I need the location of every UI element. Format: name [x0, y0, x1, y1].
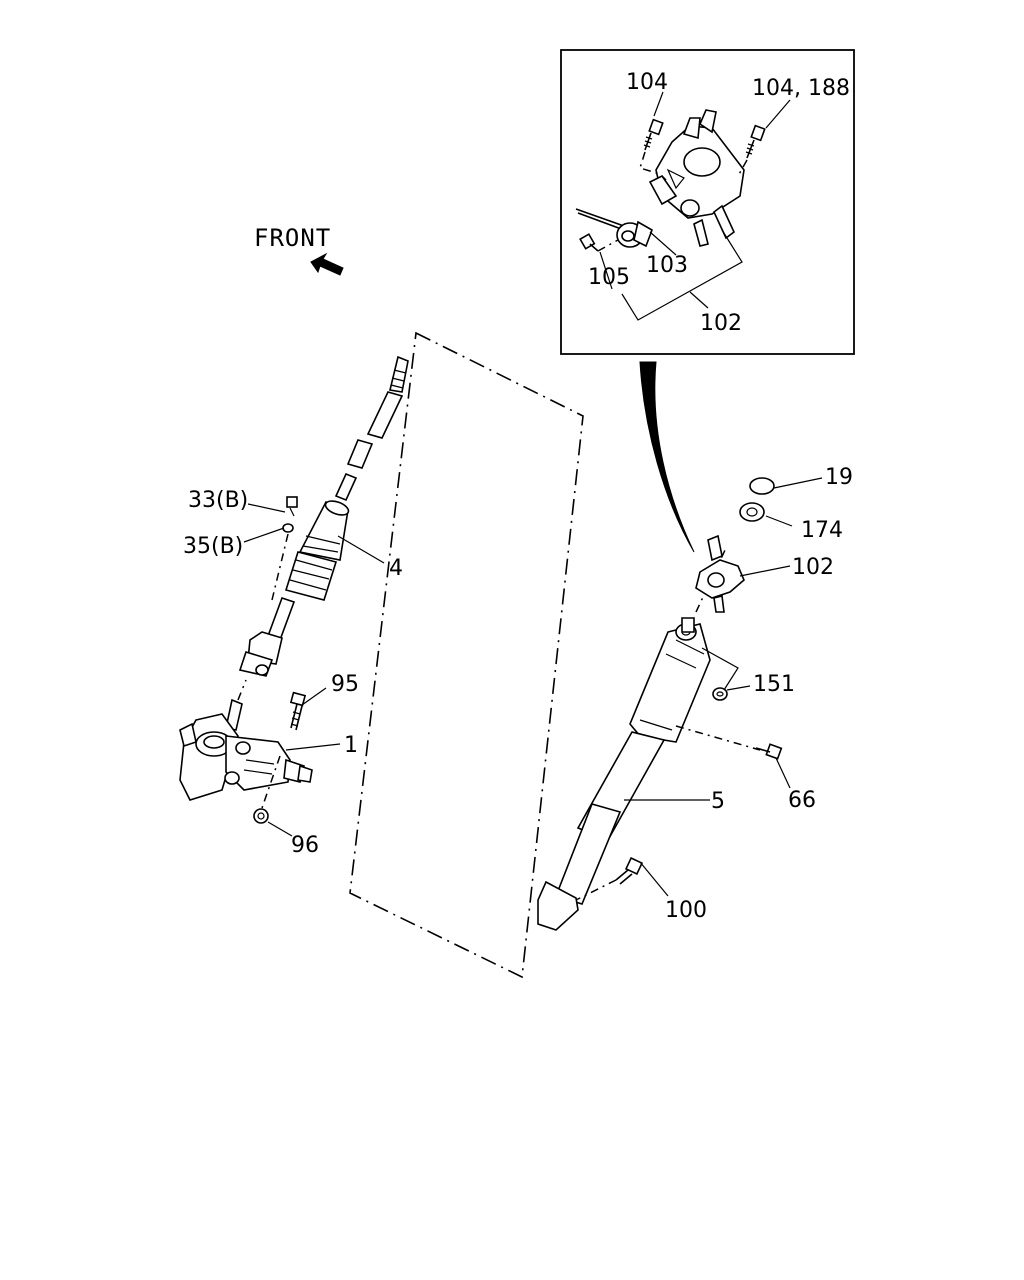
callout-103: 103	[646, 253, 688, 278]
clip-19-icon	[749, 477, 775, 495]
washer-35b-icon	[282, 523, 294, 533]
callout-5: 5	[711, 789, 725, 814]
bolt-104-icon	[643, 118, 664, 151]
bolt-104-188-icon	[745, 124, 766, 159]
callout-100: 100	[665, 898, 707, 923]
callout-102-inset: 102	[700, 311, 742, 336]
callout-104-188: 104, 188	[752, 76, 850, 101]
assembly-outline	[349, 331, 584, 979]
steering-gear-1-icon	[179, 698, 313, 801]
nut-151-icon	[712, 687, 728, 701]
inset-frame	[560, 49, 855, 355]
callout-174: 174	[801, 518, 843, 543]
steering-column-5-icon	[537, 617, 711, 931]
bolt-66-icon	[755, 743, 783, 760]
bolt-100-icon	[615, 856, 644, 885]
front-indicator: FRONT	[254, 224, 344, 276]
universal-joint-102-icon	[648, 109, 745, 247]
callout-151: 151	[753, 672, 795, 697]
callout-66: 66	[788, 788, 816, 813]
callout-104: 104	[626, 70, 668, 95]
clamp-103-icon	[575, 208, 653, 248]
callout-19: 19	[825, 465, 853, 490]
callout-105: 105	[588, 265, 630, 290]
bolt-105-icon	[579, 233, 599, 252]
inset-detail	[560, 49, 855, 355]
callout-33b: 33(B)	[188, 488, 248, 513]
callout-102: 102	[792, 555, 834, 580]
front-arrow-icon	[310, 252, 344, 276]
bolt-33b-icon	[286, 496, 298, 517]
intermediate-shaft-4-icon	[238, 355, 409, 677]
callout-1: 1	[344, 733, 358, 758]
front-label: FRONT	[254, 224, 331, 252]
callout-4: 4	[389, 556, 403, 581]
callout-95: 95	[331, 672, 359, 697]
nut-96-icon	[253, 808, 269, 824]
inset-pointer-icon	[639, 361, 695, 553]
bolt-95-icon	[289, 691, 307, 731]
callout-35b: 35(B)	[183, 534, 243, 559]
washer-174-icon	[739, 502, 765, 522]
universal-joint-102-small-icon	[695, 534, 745, 613]
callout-96: 96	[291, 833, 319, 858]
